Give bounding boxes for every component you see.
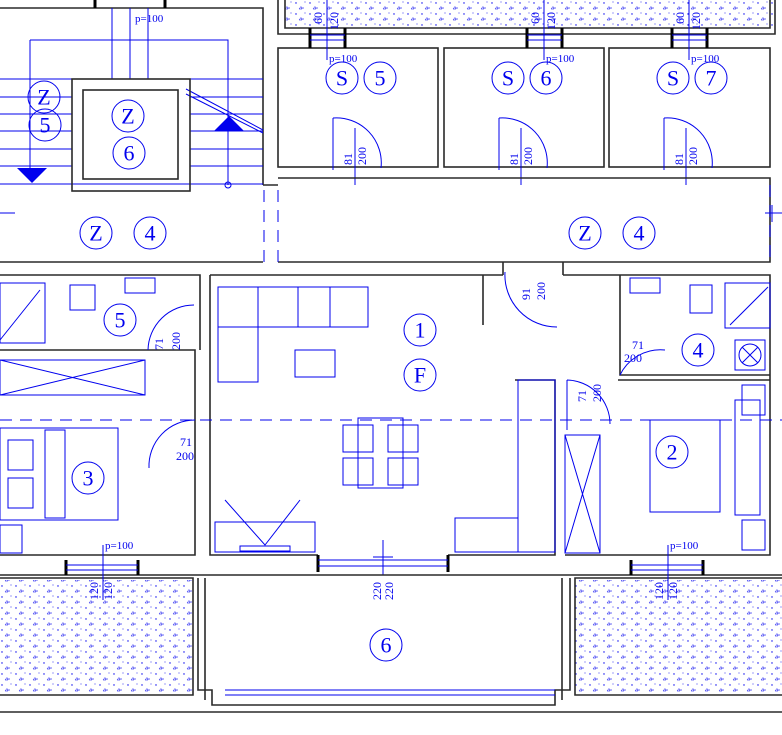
down-arrow-icon	[17, 168, 47, 183]
dimension-label: 120	[689, 12, 703, 30]
dimension-label: 120	[666, 582, 680, 600]
dimension-label: p=100	[105, 540, 134, 552]
dimension-label: 81	[341, 153, 355, 165]
dimension-label: 200	[534, 282, 548, 300]
dimension-label: 120	[327, 12, 341, 30]
room-3-label: 3	[83, 466, 94, 491]
storage-number: 7	[706, 66, 717, 91]
balcony-label: 6	[381, 633, 392, 658]
parapet-label: p=100	[135, 13, 164, 25]
dimension-label: 220	[382, 582, 396, 600]
room-tags: 1 F 2 3 4 5 6	[71, 303, 715, 662]
room-1-label: 1	[415, 318, 426, 343]
dimension-label: 200	[355, 147, 369, 165]
dimension-label: Z	[121, 104, 134, 129]
parapet-label: p=100	[546, 53, 575, 65]
dimension-label: 220	[370, 582, 384, 600]
dimension-label: 91	[519, 288, 533, 300]
up-arrow-icon	[214, 116, 244, 131]
stair-tag: Z 5	[27, 80, 62, 142]
dimension-label: 60	[673, 12, 687, 24]
dimension-label: 120	[87, 582, 101, 600]
room-4-label: 4	[693, 338, 704, 363]
dimension-label: 5	[40, 113, 51, 138]
dimension-label: 200	[176, 449, 194, 463]
dimension-label: 200	[686, 147, 700, 165]
parapet-label: p=100	[691, 53, 720, 65]
storage-letter: S	[667, 66, 679, 91]
storage-number: 5	[375, 66, 386, 91]
dimension-label: 4	[634, 221, 645, 246]
dimension-label: 6	[124, 141, 135, 166]
dimension-label: 4	[145, 221, 156, 246]
corridor-tag-left: Z 4	[79, 216, 167, 250]
corridor-tag-right: Z 4	[568, 216, 656, 250]
dimension-label: p=100	[670, 540, 699, 552]
doors	[147, 271, 666, 575]
dimension-label: 71	[180, 435, 192, 449]
stairwell: p=100 Z 5 Z 6	[0, 0, 264, 214]
dimension-label: 71	[575, 390, 589, 402]
dimension-label: 71	[632, 338, 644, 352]
storage-number: 6	[541, 66, 552, 91]
storage-letter: S	[336, 66, 348, 91]
core-tag: Z 6	[111, 99, 146, 170]
dimension-label: 81	[672, 153, 686, 165]
room-1-type: F	[414, 363, 426, 388]
dimension-label: 60	[311, 12, 325, 24]
dimension-label: 60	[528, 12, 542, 24]
dimension-label: Z	[89, 221, 102, 246]
dimension-label: Z	[37, 85, 50, 110]
corridor: Z 4 Z 4	[0, 177, 782, 263]
dimension-label: 200	[521, 147, 535, 165]
room-2-label: 2	[667, 440, 678, 465]
dimension-label: 120	[544, 12, 558, 30]
room-5-label: 5	[115, 308, 126, 333]
dimension-label: 200	[624, 351, 642, 365]
storage-letter: S	[502, 66, 514, 91]
bottom-terraces	[0, 545, 782, 713]
dimension-label: Z	[578, 221, 591, 246]
parapet-label: p=100	[329, 53, 358, 65]
dimension-label: 200	[169, 332, 183, 350]
dimension-label: 120	[652, 582, 666, 600]
dimension-label: 120	[101, 582, 115, 600]
dimension-label: 200	[590, 384, 604, 402]
dimension-label: 81	[507, 153, 521, 165]
dimension-label: 71	[152, 338, 166, 350]
furniture	[0, 277, 771, 554]
